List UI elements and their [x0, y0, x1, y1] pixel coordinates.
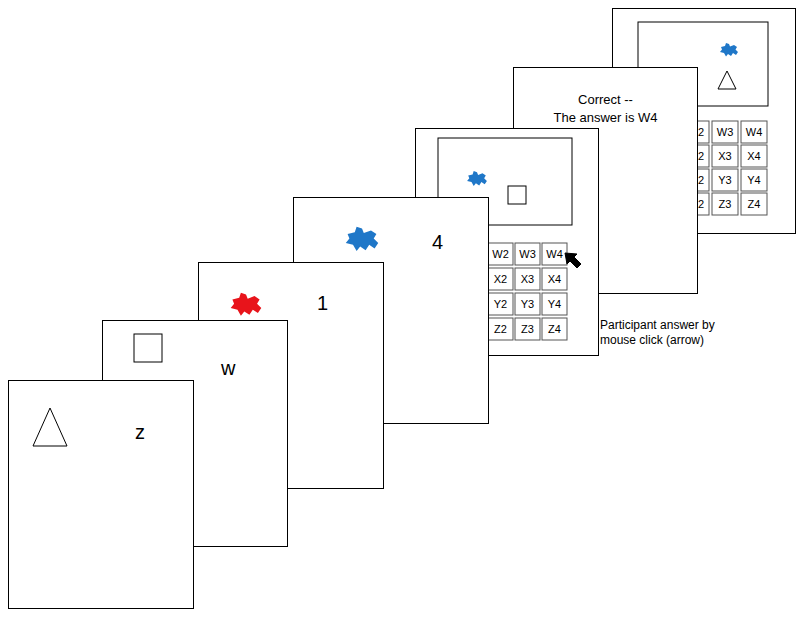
card-text: 4: [432, 231, 443, 253]
grid-cell-label: X2: [488, 268, 513, 290]
grid-cell-label: W3: [712, 121, 738, 143]
card-text: z: [135, 421, 145, 443]
grid-cell-label: Y4: [542, 293, 567, 315]
grid-cell-label: Y2: [488, 293, 513, 315]
grid-cell-label: 2: [698, 169, 709, 191]
grid-cell-label: Z3: [515, 318, 540, 340]
stimulus-card: z: [8, 380, 194, 609]
grid-cell-label: W4: [741, 121, 767, 143]
annotation-note: Participant answer by mouse click (arrow…: [600, 318, 735, 348]
grid-cell-label: 2: [698, 121, 709, 143]
grid-cell-label: X4: [542, 268, 567, 290]
card-text: Correct --: [518, 93, 693, 107]
card-text: w: [221, 357, 235, 379]
grid-cell-label: Y4: [741, 169, 767, 191]
grid-cell-label: X4: [741, 145, 767, 167]
grid-cell-label: W4: [542, 243, 567, 265]
grid-cell-label: Z4: [542, 318, 567, 340]
mouse-cursor: [565, 253, 581, 268]
grid-cell-label: Y3: [515, 293, 540, 315]
grid-cell-label: X3: [712, 145, 738, 167]
grid-cell-label: Z4: [741, 193, 767, 215]
grid-cell-label: 2: [698, 193, 709, 215]
grid-cell-label: X3: [515, 268, 540, 290]
card-text: 1: [317, 292, 328, 314]
grid-cell-label: Z2: [488, 318, 513, 340]
card-text: The answer is W4: [518, 111, 693, 125]
grid-cell-label: Z3: [712, 193, 738, 215]
grid-cell-label: W3: [515, 243, 540, 265]
grid-cell-label: W2: [488, 243, 513, 265]
grid-cell-label: 2: [698, 145, 709, 167]
grid-cell-label: Y3: [712, 169, 738, 191]
